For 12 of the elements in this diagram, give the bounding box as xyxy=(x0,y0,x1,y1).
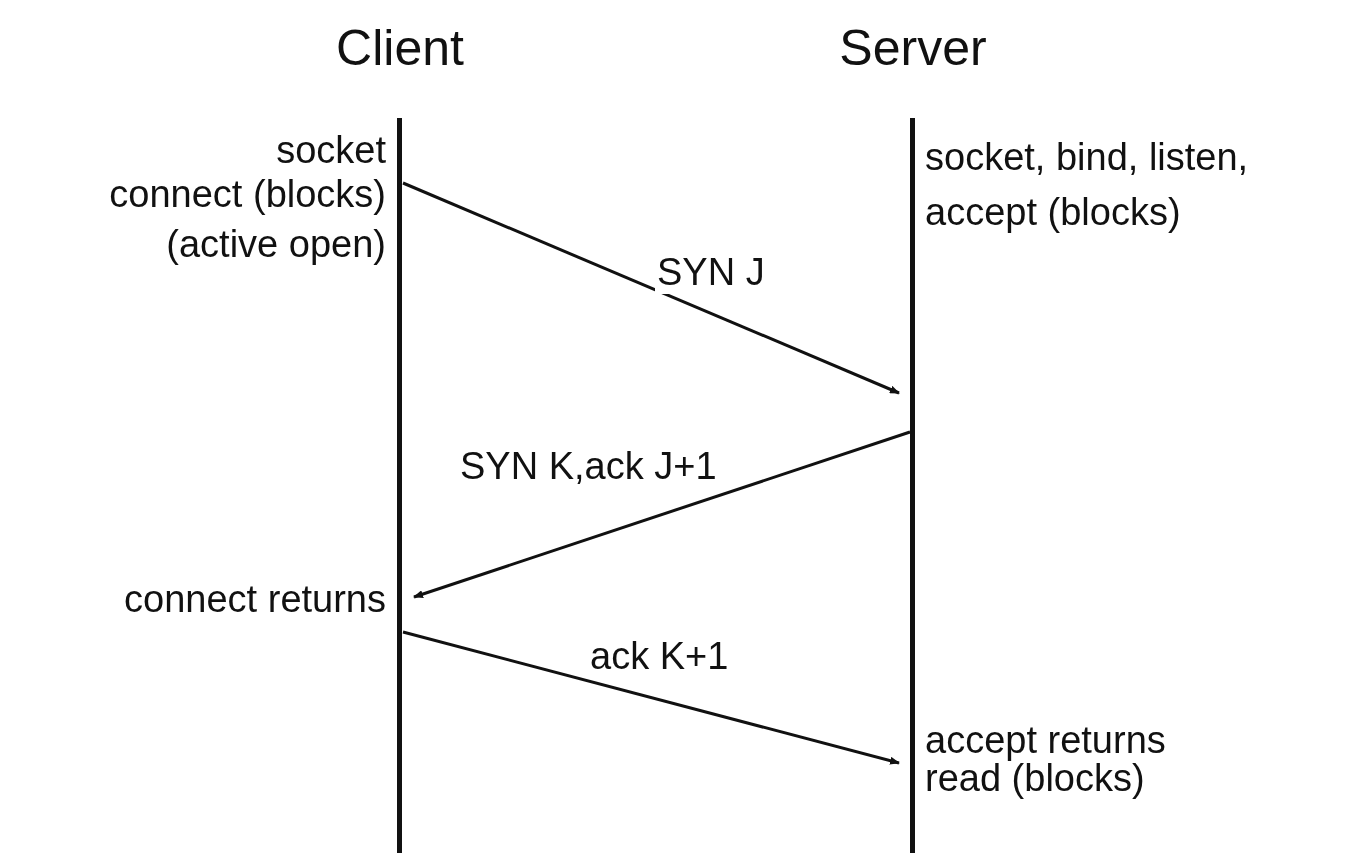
call-note: socket xyxy=(276,128,386,172)
message-arrow xyxy=(402,181,900,395)
call-note: socket, bind, listen, xyxy=(925,135,1249,179)
call-note: connect (blocks) xyxy=(109,172,386,216)
message-arrow xyxy=(402,630,900,765)
call-note: accept returns xyxy=(925,718,1166,762)
call-note: (active open) xyxy=(166,222,386,266)
lifeline-heading: Client xyxy=(335,20,465,76)
lifeline-heading: Server xyxy=(838,20,988,76)
call-note: accept (blocks) xyxy=(925,190,1181,234)
call-note: connect returns xyxy=(124,577,386,621)
message-arrow xyxy=(413,430,911,599)
